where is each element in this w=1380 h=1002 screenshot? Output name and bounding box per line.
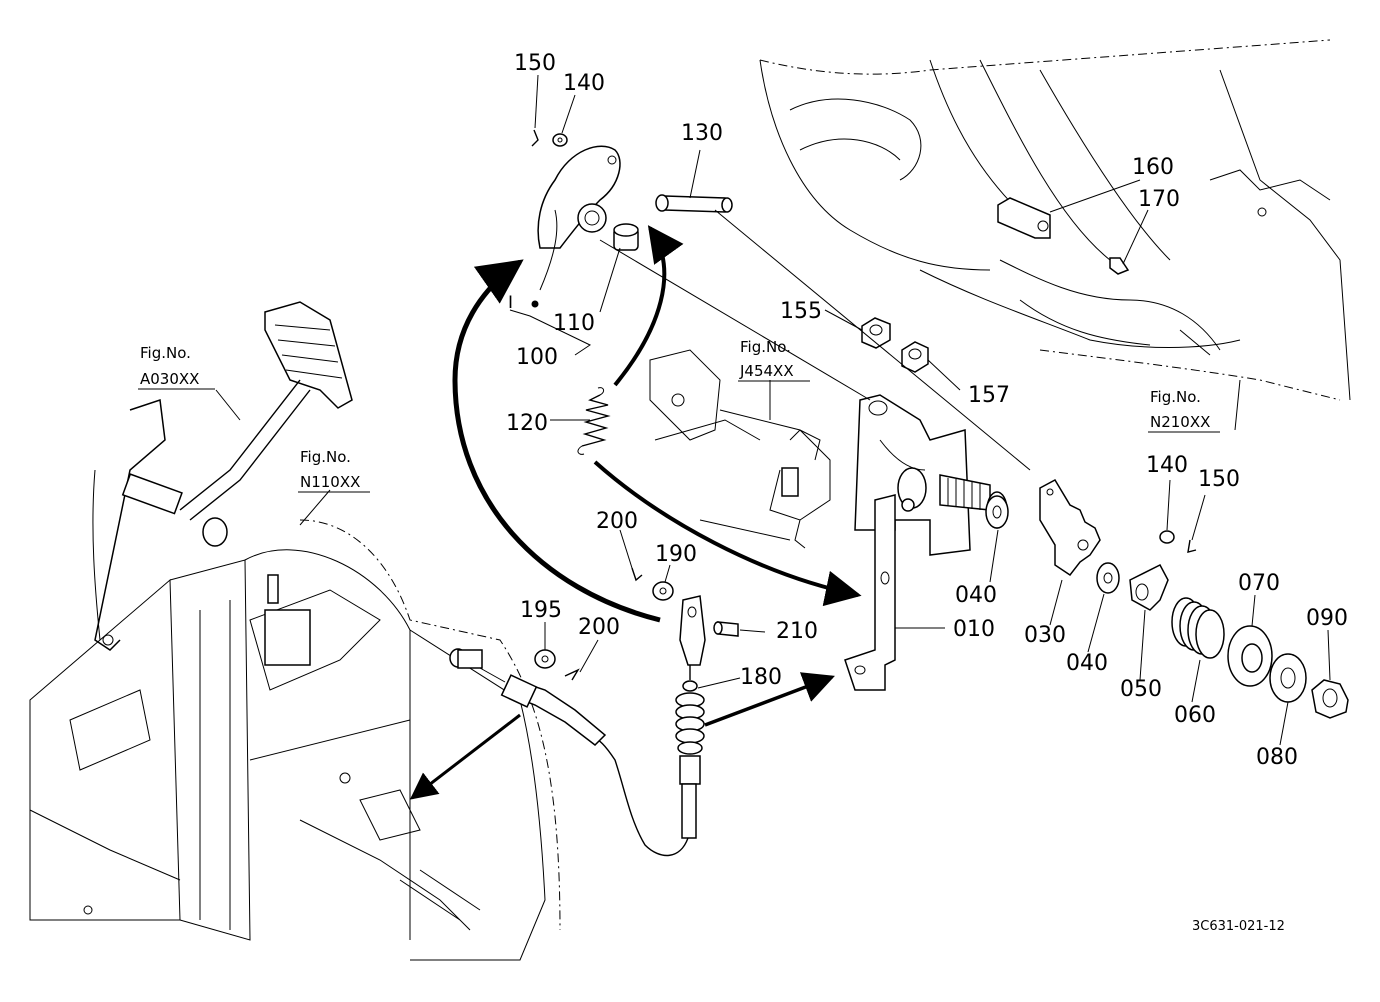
spring-120 [577, 387, 611, 455]
tractor-body-outline [759, 39, 1351, 401]
washer-040-left [985, 495, 1009, 529]
bracket-j454 [649, 349, 831, 549]
bolt-170 [1109, 257, 1130, 275]
nut-155 [861, 317, 891, 349]
main-bracket-010 [844, 394, 1008, 691]
figure-references: Fig.No. A030XX Fig.No. N110XX Fig.No. J4… [138, 338, 1220, 493]
lever-100 [531, 145, 621, 308]
label-170: 170 [1138, 187, 1180, 212]
part-labels: 150 140 130 110 100 120 155 157 160 170 … [506, 51, 1348, 770]
nut-157 [901, 341, 929, 373]
label-140-top: 140 [563, 71, 605, 96]
label-080: 080 [1256, 745, 1298, 770]
label-150-top: 150 [514, 51, 556, 76]
label-070: 070 [1238, 571, 1280, 596]
washer-140-top [552, 133, 568, 147]
washer-190 [652, 581, 674, 601]
motion-arrows [409, 225, 862, 800]
bushing-110 [613, 223, 639, 251]
clip-150-top [531, 129, 539, 147]
plate-050 [1129, 564, 1169, 611]
washer-195 [534, 649, 556, 669]
nut-090 [1311, 679, 1349, 719]
label-155: 155 [780, 299, 822, 324]
label-030: 030 [1024, 623, 1066, 648]
washer-080 [1269, 653, 1307, 703]
fig-ref-n210: Fig.No. N210XX [1148, 388, 1220, 433]
cable-180 [479, 595, 706, 857]
pin-130 [655, 194, 733, 213]
fig-ref-n210-number: N210XX [1150, 413, 1210, 431]
label-120: 120 [506, 411, 548, 436]
clip-200-b [564, 668, 580, 681]
frame-outline [29, 519, 561, 961]
fig-ref-a030-number: A030XX [140, 370, 199, 388]
fig-ref-n210-caption: Fig.No. [1150, 388, 1201, 406]
diagram-code: 3C631-021-12 [1192, 919, 1285, 934]
fig-ref-j454-number: J454XX [739, 362, 794, 380]
pedal-assembly [92, 301, 353, 651]
fig-ref-a030: Fig.No. A030XX [138, 344, 215, 390]
clip-150-right [1187, 539, 1197, 553]
label-100: 100 [516, 345, 558, 370]
pin-210 [713, 621, 739, 637]
fig-ref-n110-number: N110XX [300, 473, 360, 491]
label-195: 195 [520, 598, 562, 623]
label-110: 110 [553, 311, 595, 336]
collar-070 [1227, 625, 1273, 687]
label-210: 210 [776, 619, 818, 644]
washer-040-right [1096, 562, 1120, 594]
label-040-left: 040 [955, 583, 997, 608]
label-090: 090 [1306, 606, 1348, 631]
clip-200-a [631, 567, 643, 582]
label-150-right: 150 [1198, 467, 1240, 492]
label-010: 010 [953, 617, 995, 642]
label-130: 130 [681, 121, 723, 146]
label-050: 050 [1120, 677, 1162, 702]
part-160 [997, 197, 1051, 239]
label-190: 190 [655, 542, 697, 567]
washer-140-right [1159, 530, 1175, 544]
view-marker: I [508, 293, 513, 313]
label-180: 180 [740, 665, 782, 690]
fig-ref-j454: Fig.No. J454XX [738, 338, 810, 382]
spring-060 [1171, 597, 1225, 659]
label-200-b: 200 [578, 615, 620, 640]
label-160: 160 [1132, 155, 1174, 180]
label-200-a: 200 [596, 509, 638, 534]
leader-lines [215, 74, 1331, 746]
label-157: 157 [968, 383, 1010, 408]
fig-ref-n110: Fig.No. N110XX [298, 448, 370, 493]
bushing-left [449, 648, 483, 669]
plate-030 [1039, 479, 1101, 577]
label-140-right: 140 [1146, 453, 1188, 478]
label-040-right: 040 [1066, 651, 1108, 676]
fig-ref-a030-caption: Fig.No. [140, 344, 191, 362]
fig-ref-j454-caption: Fig.No. [740, 338, 791, 356]
fig-ref-n110-caption: Fig.No. [300, 448, 351, 466]
label-060: 060 [1174, 703, 1216, 728]
